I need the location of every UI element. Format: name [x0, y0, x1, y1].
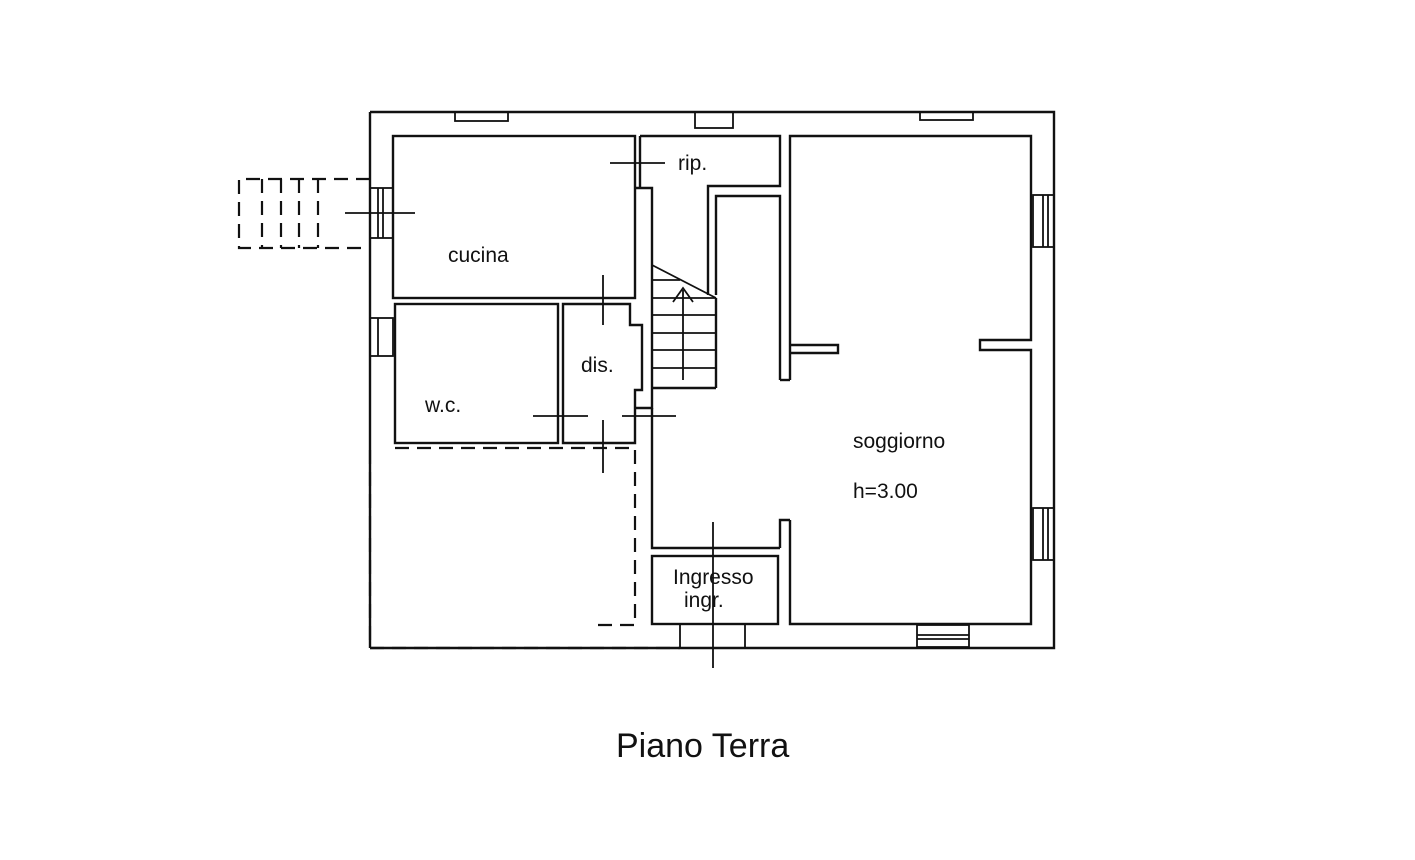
staircase: [651, 264, 718, 390]
label-ingresso: Ingresso: [673, 566, 754, 589]
room-dis: [561, 302, 644, 445]
window-top-2: [694, 111, 734, 129]
label-ceiling-height: h=3.00: [853, 480, 918, 503]
room-soggiorno: [788, 134, 1033, 626]
label-wc: w.c.: [424, 394, 461, 417]
entrance-door: [679, 624, 746, 648]
window-left-wc: [369, 317, 394, 357]
wall-column: [635, 186, 654, 410]
dashed-terrace: [395, 446, 637, 627]
room-ingresso: [650, 554, 780, 626]
plan-title: Piano Terra: [616, 727, 789, 765]
window-right-2: [1032, 507, 1055, 561]
window-right-1: [1032, 194, 1055, 248]
window-top-3: [919, 111, 974, 121]
room-cucina: [391, 134, 637, 300]
label-dis: dis.: [581, 354, 614, 377]
window-top-1: [454, 111, 509, 122]
room-wc: [393, 302, 560, 445]
label-ingresso-sub: ingr.: [684, 589, 724, 612]
label-soggiorno: soggiorno: [853, 430, 945, 453]
room-rip: [640, 134, 782, 295]
arrow-up-icon: [672, 286, 694, 380]
label-cucina: cucina: [448, 244, 509, 267]
window-bottom-soggiorno: [916, 624, 970, 648]
wall-stair-right: [714, 194, 782, 380]
section-marks: [345, 162, 714, 668]
label-rip: rip.: [678, 152, 707, 175]
external-steps: [237, 177, 370, 250]
